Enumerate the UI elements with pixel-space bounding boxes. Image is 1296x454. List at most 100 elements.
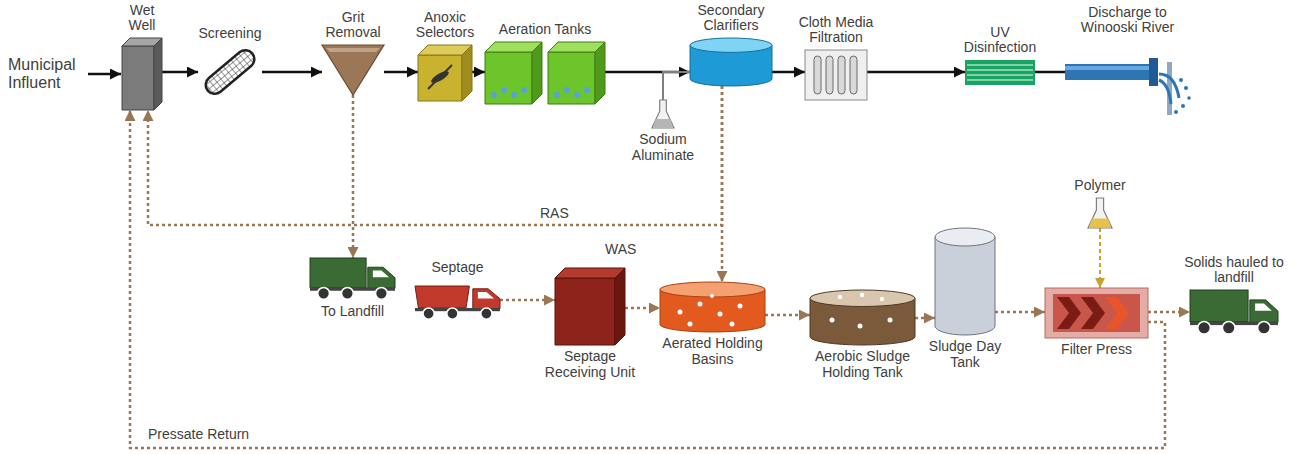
drawing-part bbox=[555, 278, 615, 345]
unit-label: Wet Well bbox=[117, 3, 167, 34]
drawing-part bbox=[660, 282, 765, 297]
unit-label-block: Secondary Clarifiers bbox=[681, 3, 781, 34]
drawing-part bbox=[478, 292, 494, 298]
unit-label: Solids hauled to landfill bbox=[1179, 255, 1289, 286]
drawing-part bbox=[485, 52, 532, 104]
drawing-part bbox=[652, 100, 674, 128]
flow-connector bbox=[663, 72, 690, 100]
flow-connector bbox=[472, 71, 485, 74]
drawing-part bbox=[935, 237, 995, 335]
drawing-part bbox=[1222, 322, 1235, 335]
drawing-part bbox=[660, 290, 765, 333]
unit-label-block: Solids hauled to landfill bbox=[1179, 255, 1289, 286]
unit-icon bbox=[1088, 198, 1112, 228]
unit-label: Septage Receiving Unit bbox=[538, 349, 643, 380]
unit-icon bbox=[935, 228, 995, 335]
process-unit: Aerated Holding Basins bbox=[660, 282, 765, 332]
drawing-part bbox=[1159, 74, 1179, 104]
unit-label: To Landfill bbox=[303, 304, 403, 320]
connector-label: Pressate Return bbox=[146, 426, 251, 443]
process-unit: Filter Press bbox=[1045, 288, 1148, 338]
drawing-part bbox=[1258, 322, 1271, 335]
drawing-part bbox=[1187, 96, 1191, 100]
flow-connector bbox=[915, 317, 935, 320]
drawing-part bbox=[1045, 288, 1148, 338]
drawing-part bbox=[373, 271, 389, 278]
flow-connector bbox=[148, 86, 722, 225]
drawing-part bbox=[690, 38, 772, 52]
drawing-part bbox=[548, 52, 595, 104]
process-unit: Aeration Tanks bbox=[485, 42, 605, 104]
drawing-part bbox=[473, 289, 500, 309]
drawing-part bbox=[154, 38, 162, 110]
flow-connector bbox=[721, 86, 724, 282]
flow-connector bbox=[352, 95, 355, 258]
flow-connector bbox=[262, 71, 322, 74]
process-unit: Solids hauled to landfill bbox=[1190, 290, 1278, 335]
drawing-part bbox=[554, 92, 560, 98]
drawing-part bbox=[462, 45, 472, 101]
unit-label-block: Septage Receiving Unit bbox=[538, 349, 643, 380]
unit-label-block: To Landfill bbox=[303, 304, 403, 320]
flow-connector bbox=[867, 71, 965, 74]
unit-icon bbox=[485, 42, 605, 104]
unit-label-block: Grit Removal bbox=[318, 10, 388, 41]
drawing-part bbox=[481, 308, 492, 319]
unit-icon bbox=[310, 258, 395, 300]
drawing-part bbox=[574, 92, 580, 98]
unit-label: Cloth Media Filtration bbox=[791, 15, 881, 46]
drawing-part bbox=[564, 87, 570, 93]
drawing-part bbox=[1250, 300, 1278, 323]
process-unit: Screening bbox=[198, 46, 262, 98]
drawing-part bbox=[698, 302, 703, 307]
unit-label-block: Anoxic Selectors bbox=[405, 10, 485, 41]
unit-label-block: Cloth Media Filtration bbox=[791, 15, 881, 46]
unit-label: Discharge to Winooski River bbox=[1063, 5, 1193, 36]
drawing-part bbox=[423, 308, 434, 319]
unit-label: Sludge Day Tank bbox=[925, 339, 1005, 370]
unit-label: Aerobic Sludge Holding Tank bbox=[807, 349, 919, 380]
drawing-part bbox=[1190, 290, 1248, 322]
process-unit: Wet Well bbox=[122, 38, 162, 110]
drawing-part bbox=[1105, 297, 1129, 329]
drawing-part bbox=[447, 308, 458, 319]
drawing-part bbox=[1057, 297, 1081, 329]
drawing-part bbox=[967, 64, 1033, 65]
unit-icon bbox=[418, 45, 472, 101]
drawing-part bbox=[1065, 64, 1153, 80]
drawing-part bbox=[838, 56, 845, 94]
unit-label-block: Aeration Tanks bbox=[475, 22, 615, 38]
free-label: Municipal Influent bbox=[8, 56, 103, 93]
process-unit: Grit Removal bbox=[322, 45, 384, 95]
drawing-part bbox=[1089, 218, 1111, 227]
drawing-part bbox=[1065, 66, 1153, 70]
flow-connector bbox=[1148, 311, 1190, 314]
drawing-part bbox=[838, 295, 842, 299]
drawing-part bbox=[202, 46, 258, 97]
influent-arrow bbox=[88, 73, 121, 76]
drawing-part bbox=[491, 92, 497, 98]
drawing-part bbox=[810, 290, 915, 307]
drawing-part bbox=[967, 69, 1033, 70]
unit-label-block: Sodium Aluminate bbox=[618, 132, 708, 163]
unit-icon bbox=[415, 280, 500, 320]
process-unit: Sodium Aluminate bbox=[652, 100, 674, 128]
drawing-part bbox=[1088, 198, 1112, 228]
unit-label-block: Filter Press bbox=[1042, 342, 1152, 358]
unit-label-block: Polymer bbox=[1060, 178, 1140, 194]
unit-label: UV Disinfection bbox=[958, 25, 1043, 56]
drawing-part bbox=[965, 60, 1035, 85]
unit-icon bbox=[965, 60, 1035, 85]
drawing-part bbox=[1184, 86, 1188, 90]
unit-label-block: Sludge Day Tank bbox=[925, 339, 1005, 370]
process-unit: Septage Receiving Unit bbox=[555, 268, 625, 345]
unit-label: Aeration Tanks bbox=[475, 22, 615, 38]
unit-icon bbox=[1045, 288, 1148, 338]
unit-icon bbox=[805, 50, 867, 100]
drawing-part bbox=[1081, 297, 1105, 329]
drawing-part bbox=[1198, 322, 1211, 335]
drawing-part bbox=[967, 74, 1033, 75]
drawing-part bbox=[428, 65, 452, 89]
drawing-part bbox=[555, 268, 625, 278]
unit-icon bbox=[322, 45, 384, 95]
